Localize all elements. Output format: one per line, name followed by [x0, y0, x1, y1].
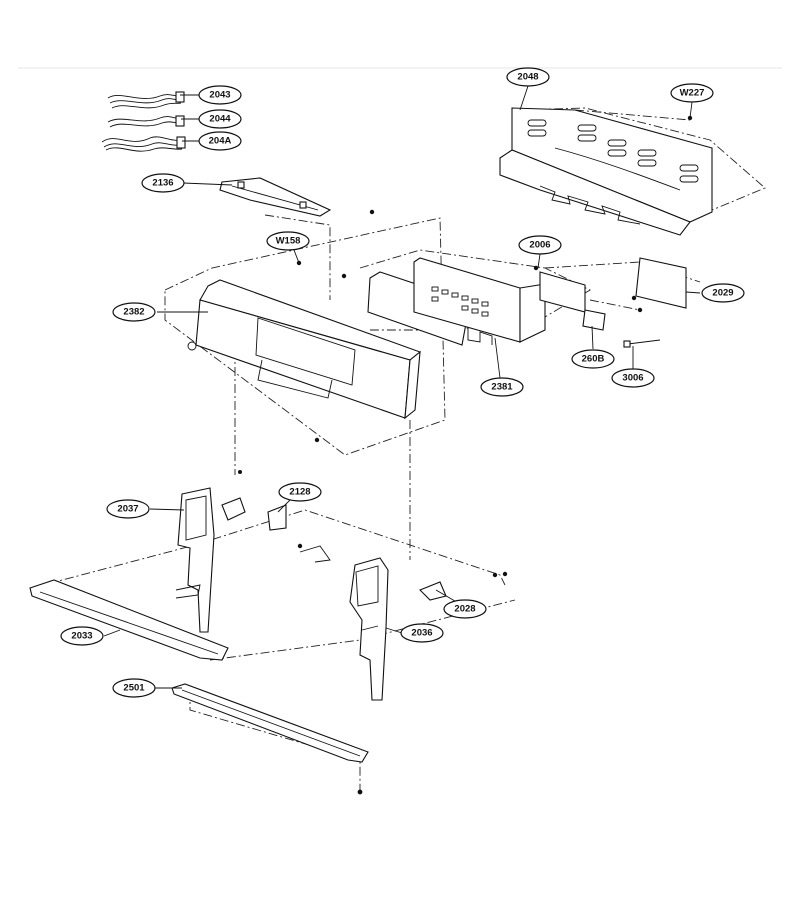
callout-260B: 260B — [571, 349, 615, 369]
svg-text:204A: 204A — [209, 136, 232, 147]
part-front-trim-2033 — [29, 579, 229, 661]
callout-2029: 2029 — [701, 283, 745, 303]
svg-text:2048: 2048 — [517, 72, 538, 83]
callout-W227: W227 — [670, 83, 714, 103]
callout-2036: 2036 — [400, 623, 444, 643]
callout-2382: 2382 — [112, 302, 156, 322]
svg-text:260B: 260B — [582, 354, 605, 365]
leader-lines — [103, 85, 701, 689]
part-bracket-2136 — [219, 177, 332, 217]
svg-text:2136: 2136 — [152, 178, 173, 189]
callouts: 2043 2044 204A 2136 2048 W227 W158 2006 — [60, 67, 745, 698]
svg-text:2043: 2043 — [209, 90, 230, 101]
svg-text:2006: 2006 — [529, 240, 550, 251]
svg-text:2029: 2029 — [712, 288, 733, 299]
svg-text:W158: W158 — [276, 236, 301, 247]
wire-harnesses — [101, 91, 186, 152]
part-console-panel-2382 — [187, 279, 422, 420]
svg-text:3006: 3006 — [622, 373, 643, 384]
part-vent-trim-2048 — [499, 107, 713, 236]
callout-2381: 2381 — [480, 377, 524, 397]
svg-text:W227: W227 — [680, 88, 705, 99]
callout-2037: 2037 — [106, 499, 150, 519]
svg-text:2382: 2382 — [123, 307, 144, 318]
callout-W158: W158 — [266, 231, 310, 251]
callout-204A: 204A — [198, 131, 242, 151]
part-left-bracket-2037 — [175, 487, 287, 633]
callout-3006: 3006 — [611, 368, 655, 388]
svg-text:2028: 2028 — [454, 604, 475, 615]
callout-2128: 2128 — [278, 482, 322, 502]
part-right-bracket-2036 — [299, 545, 447, 701]
svg-text:2501: 2501 — [123, 683, 145, 694]
screws — [238, 115, 693, 795]
svg-text:2037: 2037 — [117, 504, 138, 515]
callout-2044: 2044 — [198, 109, 242, 129]
callout-2048: 2048 — [506, 67, 550, 87]
callout-2006: 2006 — [518, 235, 562, 255]
svg-text:2036: 2036 — [411, 628, 432, 639]
callout-2043: 2043 — [198, 85, 242, 105]
svg-text:2128: 2128 — [289, 487, 310, 498]
callout-2136: 2136 — [141, 173, 185, 193]
svg-text:2044: 2044 — [209, 114, 231, 125]
callout-2033: 2033 — [60, 626, 104, 646]
svg-text:2033: 2033 — [71, 631, 92, 642]
part-lower-trim-2501 — [171, 683, 369, 763]
part-plates — [539, 257, 687, 348]
callout-2028: 2028 — [443, 599, 487, 619]
svg-text:2381: 2381 — [491, 382, 513, 393]
part-control-board-2381 — [367, 257, 546, 346]
callout-2501: 2501 — [112, 678, 156, 698]
